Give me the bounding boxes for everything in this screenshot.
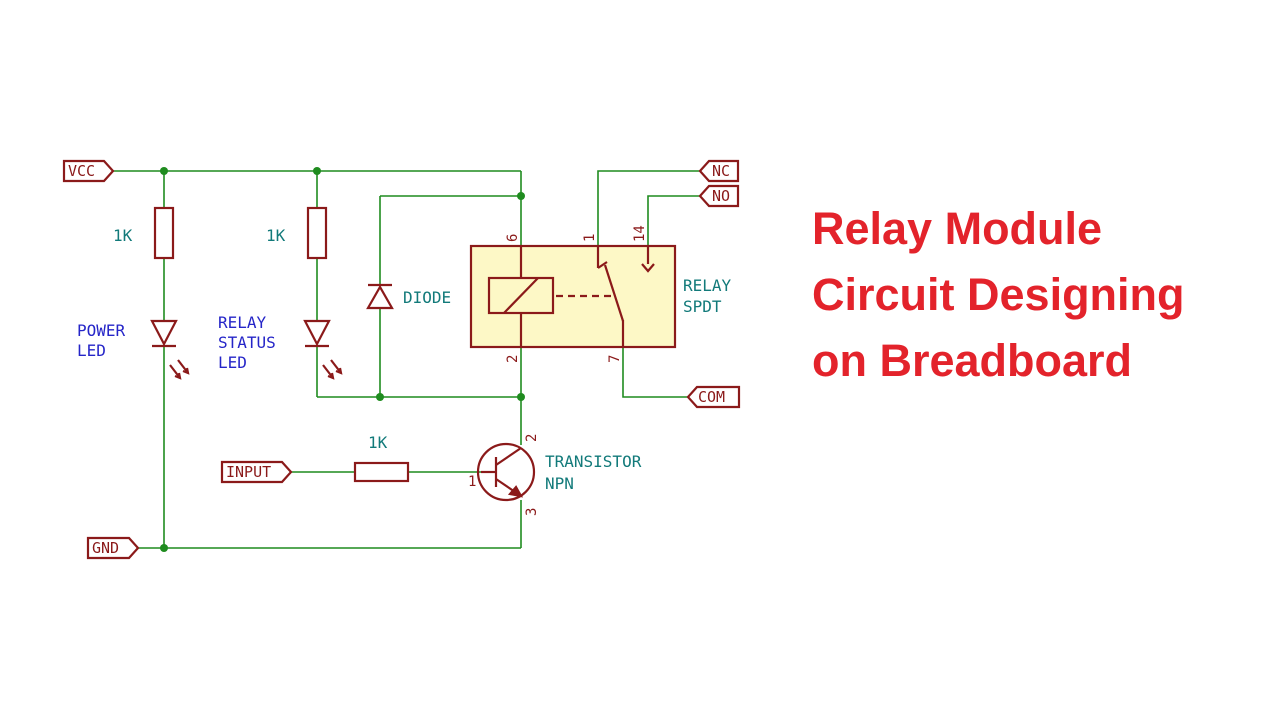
junctions <box>160 167 525 552</box>
relay-symbol <box>469 244 677 349</box>
power-led-symbol <box>150 319 190 380</box>
port-flags: VCC GND INPUT NC NO COM <box>62 159 741 560</box>
no-port <box>698 184 740 208</box>
com-wire <box>622 347 688 398</box>
resistor-power-value: 1K <box>113 226 133 245</box>
junction-dot <box>160 544 168 552</box>
junction-dot <box>160 167 168 175</box>
title-line-3: on Breadboard <box>812 335 1133 386</box>
relay-pin-1: 1 <box>582 234 598 242</box>
nc-wire <box>597 170 700 247</box>
relay-coil-slash <box>503 277 539 314</box>
status-led-symbol <box>303 319 343 380</box>
transistor-pin-2: 2 <box>524 434 540 442</box>
led-ray <box>322 364 334 379</box>
led-ray-head <box>174 372 182 380</box>
transistor-pin-3: 3 <box>524 508 540 516</box>
gnd-port <box>86 536 140 560</box>
diode-symbol <box>366 283 394 310</box>
status-led-label-3: LED <box>218 353 247 372</box>
junction-dot <box>376 393 384 401</box>
input-port-label: INPUT <box>226 463 271 481</box>
relay-coil <box>487 276 555 315</box>
relay-pin-7: 7 <box>607 355 623 363</box>
no-port-label: NO <box>712 187 730 205</box>
diode-label: DIODE <box>403 288 451 307</box>
relay-no-contact <box>641 263 655 273</box>
relay-pin-14: 14 <box>632 225 648 242</box>
vcc-port-label: VCC <box>68 162 95 180</box>
junction-dot <box>313 167 321 175</box>
relay-pin-6: 6 <box>505 234 521 242</box>
vcc-port <box>62 159 115 183</box>
relay-label-2: SPDT <box>683 297 722 316</box>
relay-nc-stub <box>597 261 608 269</box>
transistor-symbol <box>476 442 536 502</box>
relay-pin-2: 2 <box>505 355 521 363</box>
transistor-emitter-arrow <box>507 485 524 498</box>
resistor-status-led <box>306 206 328 260</box>
com-port <box>686 385 741 409</box>
circuit-schematic: VCC GND INPUT NC NO COM 1K 1K 1K POWER L… <box>62 159 741 560</box>
led-triangle <box>303 319 331 347</box>
nc-port <box>698 159 740 183</box>
led-ray-head <box>182 367 190 375</box>
title-line-2: Circuit Designing <box>812 269 1185 320</box>
relay-armature <box>603 264 625 322</box>
resistor-status-value: 1K <box>266 226 286 245</box>
transistor-label-2: NPN <box>545 474 574 493</box>
power-led-label-2: LED <box>77 341 106 360</box>
status-led-label-1: RELAY <box>218 313 267 332</box>
resistor-power-led <box>153 206 175 260</box>
junction-dot <box>517 192 525 200</box>
input-port <box>220 460 293 484</box>
no-wire <box>647 195 700 247</box>
resistor-base <box>353 461 410 483</box>
led-triangle <box>150 319 178 347</box>
gnd-port-label: GND <box>92 539 119 557</box>
led-ray-head <box>327 372 335 380</box>
status-led-label-2: STATUS <box>218 333 276 352</box>
transistor-label-1: TRANSISTOR <box>545 452 642 471</box>
transistor-pin-1: 1 <box>468 474 476 490</box>
nc-port-label: NC <box>712 162 730 180</box>
transistor-circle <box>476 442 536 502</box>
page-title: Relay Module Circuit Designing on Breadb… <box>812 196 1185 394</box>
junction-dot <box>517 393 525 401</box>
led-ray-head <box>335 367 343 375</box>
title-line-1: Relay Module <box>812 203 1103 254</box>
relay-body <box>469 244 677 349</box>
power-led-label-1: POWER <box>77 321 126 340</box>
resistor-base-value: 1K <box>368 433 388 452</box>
led-ray <box>330 359 342 374</box>
led-ray <box>169 364 181 379</box>
transistor-collector <box>495 447 522 466</box>
diode-triangle <box>366 284 394 310</box>
relay-label-1: RELAY <box>683 276 732 295</box>
led-ray <box>177 359 189 374</box>
com-port-label: COM <box>698 388 725 406</box>
